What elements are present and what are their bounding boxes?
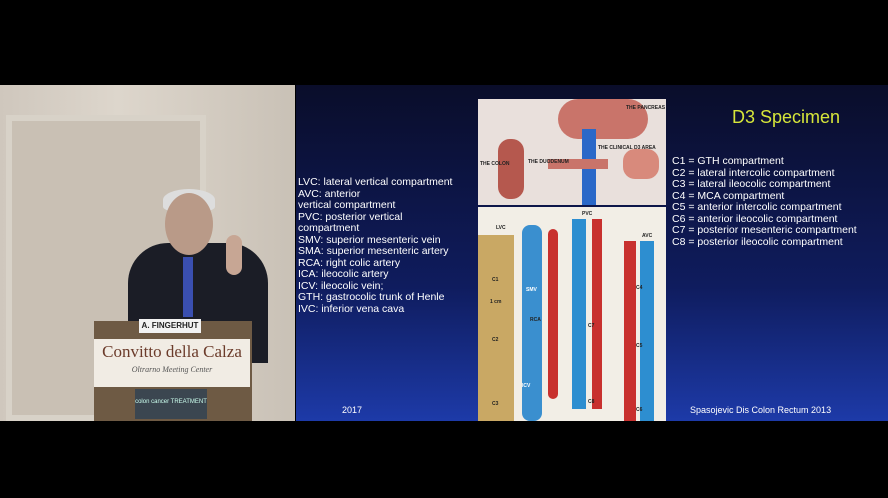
speaker-hand	[226, 235, 242, 275]
anatomy-illustration: THE PANCREAS THE COLON THE DUODENUM THE …	[478, 99, 666, 205]
abbr-item: SMA: superior mesenteric artery	[298, 245, 449, 257]
compartment-item: C2 = lateral intercolic compartment	[672, 166, 835, 179]
duodenum-shape	[548, 159, 608, 169]
abbr-item: compartment	[298, 222, 360, 234]
lvc-block	[478, 235, 514, 421]
smv-vessel	[522, 225, 542, 421]
label: THE COLON	[480, 161, 510, 167]
compartment-item: C5 = anterior intercolic compartment	[672, 201, 842, 213]
sma-vessel	[548, 229, 558, 399]
label: SMV	[526, 287, 537, 293]
abbr-item: SMV: superior mesenteric vein	[298, 233, 441, 246]
abbr-item: IVC: inferior vena cava	[298, 302, 405, 315]
compartment-item: C6 = anterior ileocolic compartment	[672, 212, 838, 225]
compartment-item: C4 = MCA compartment	[672, 189, 785, 202]
abbr-item: LVC: lateral vertical compartment	[298, 176, 453, 188]
compartment-item: C8 = posterior ileocolic compartment	[672, 235, 843, 248]
label: C4	[636, 285, 643, 291]
label: C3	[492, 401, 499, 407]
label: C7	[588, 323, 595, 329]
compartment-diagram: LVC PVC AVC SMV RCA ICV 1 cm C1 C2 C3 C4…	[478, 207, 666, 421]
label: C6	[636, 407, 643, 413]
compartment-list: C1 = GTH compartment C2 = lateral interc…	[672, 155, 857, 248]
slide-year: 2017	[342, 405, 363, 415]
abbreviation-list: LVC: lateral vertical compartment AVC: a…	[298, 176, 478, 315]
label: LVC	[496, 225, 506, 231]
avc-artery	[624, 241, 636, 421]
label: THE DUODENUM	[528, 159, 569, 165]
speaker-video: A. FINGERHUT Convitto della Calza Oltrar…	[0, 85, 295, 421]
label: C1	[492, 277, 499, 283]
podium-logo: colon cancer TREATMENT	[135, 389, 207, 419]
pvc-vein	[572, 219, 586, 409]
colon-shape	[623, 149, 659, 179]
presentation-slide: LVC: lateral vertical compartment AVC: a…	[296, 85, 888, 421]
banner-title: Convitto della Calza	[102, 342, 242, 361]
speaker-head	[165, 193, 213, 255]
abbr-item: RCA: right colic artery	[298, 256, 401, 269]
venue-banner: Convitto della Calza Oltrarno Meeting Ce…	[94, 339, 250, 387]
label: ICV	[522, 383, 531, 389]
abbr-item: PVC: posterior vertical	[298, 210, 403, 223]
slide-title: D3 Specimen	[732, 107, 841, 127]
pancreas-shape	[558, 99, 648, 139]
colon-shape	[498, 139, 524, 199]
compartment-item: C1 = GTH compartment	[672, 155, 784, 167]
banner-subtitle: Oltrarno Meeting Center	[131, 365, 213, 374]
label: PVC	[582, 211, 593, 217]
avc-vein	[640, 241, 654, 421]
label: RCA	[530, 317, 541, 323]
label: AVC	[642, 233, 653, 239]
nameplate: A. FINGERHUT	[139, 319, 201, 333]
label: C2	[492, 337, 499, 343]
label: THE PANCREAS	[626, 105, 666, 111]
abbr-item: AVC: anterior	[298, 187, 361, 200]
compartment-item: C3 = lateral ileocolic compartment	[672, 178, 831, 190]
abbr-item: ICA: ileocolic artery	[298, 268, 389, 280]
label: THE CLINICAL D3 AREA	[598, 145, 656, 151]
slide-citation: Spasojevic Dis Colon Rectum 2013	[690, 405, 832, 415]
label: C8	[588, 399, 595, 405]
abbr-item: GTH: gastrocolic trunk of Henle	[298, 291, 445, 303]
pvc-artery	[592, 219, 602, 409]
abbr-item: vertical compartment	[298, 199, 396, 211]
label: C5	[636, 343, 643, 349]
speaker-tie	[183, 257, 193, 317]
label: 1 cm	[490, 299, 502, 305]
compartment-item: C7 = posterior mesenteric compartment	[672, 224, 857, 236]
abbr-item: ICV: ileocolic vein;	[298, 279, 384, 292]
